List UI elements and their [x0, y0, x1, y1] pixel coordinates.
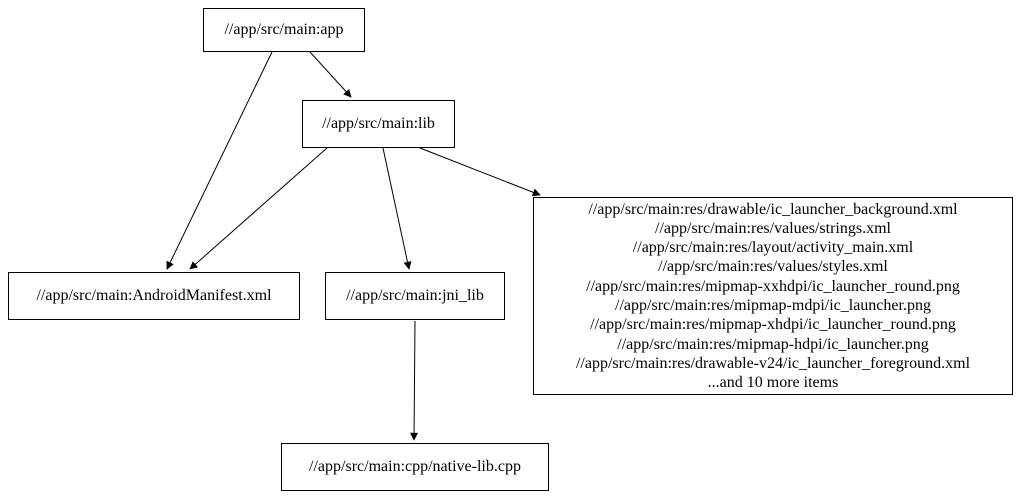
- res-file-line: //app/src/main:res/values/strings.xml: [655, 219, 891, 237]
- res-file-line: //app/src/main:res/mipmap-hdpi/ic_launch…: [617, 335, 929, 353]
- res-file-line: //app/src/main:res/mipmap-xhdpi/ic_launc…: [590, 316, 956, 334]
- edge-lib-to-res-files: [419, 147, 541, 197]
- node-android-manifest: //app/src/main:AndroidManifest.xml: [8, 272, 300, 320]
- edge-lib-to-jni-lib: [382, 147, 412, 270]
- edge-lib-to-android-manifest: [189, 147, 328, 270]
- res-file-line: //app/src/main:res/mipmap-mdpi/ic_launch…: [615, 297, 931, 314]
- res-file-line: //app/src/main:res/layout/activity_main.…: [632, 239, 914, 257]
- edge-app-to-android-manifest: [166, 51, 273, 270]
- edge-app-to-lib: [309, 51, 352, 98]
- node-label: //app/src/main:AndroidManifest.xml: [36, 287, 272, 305]
- node-label: //app/src/main:cpp/native-lib.cpp: [309, 458, 521, 476]
- res-file-line: //app/src/main:res/drawable-v24/ic_launc…: [575, 354, 971, 372]
- res-file-line: //app/src/main:res/drawable/ic_launcher_…: [588, 200, 958, 218]
- node-jni-lib: //app/src/main:jni_lib: [325, 272, 505, 320]
- node-lib: //app/src/main:lib: [302, 100, 455, 148]
- node-app: //app/src/main:app: [203, 8, 365, 52]
- edge-jni-lib-to-native-lib: [410, 320, 419, 441]
- node-native-lib: //app/src/main:cpp/native-lib.cpp: [281, 443, 549, 491]
- node-label: //app/src/main:app: [224, 21, 344, 39]
- node-label: //app/src/main:jni_lib: [346, 287, 484, 305]
- node-label: //app/src/main:lib: [322, 115, 435, 133]
- res-more-items-line: ...and 10 more items: [707, 374, 839, 392]
- res-file-line: //app/src/main:res/mipmap-xxhdpi/ic_laun…: [586, 277, 960, 295]
- res-file-line: //app/src/main:res/values/styles.xml: [658, 258, 888, 276]
- node-res-files: //app/src/main:res/drawable/ic_launcher_…: [533, 197, 1013, 395]
